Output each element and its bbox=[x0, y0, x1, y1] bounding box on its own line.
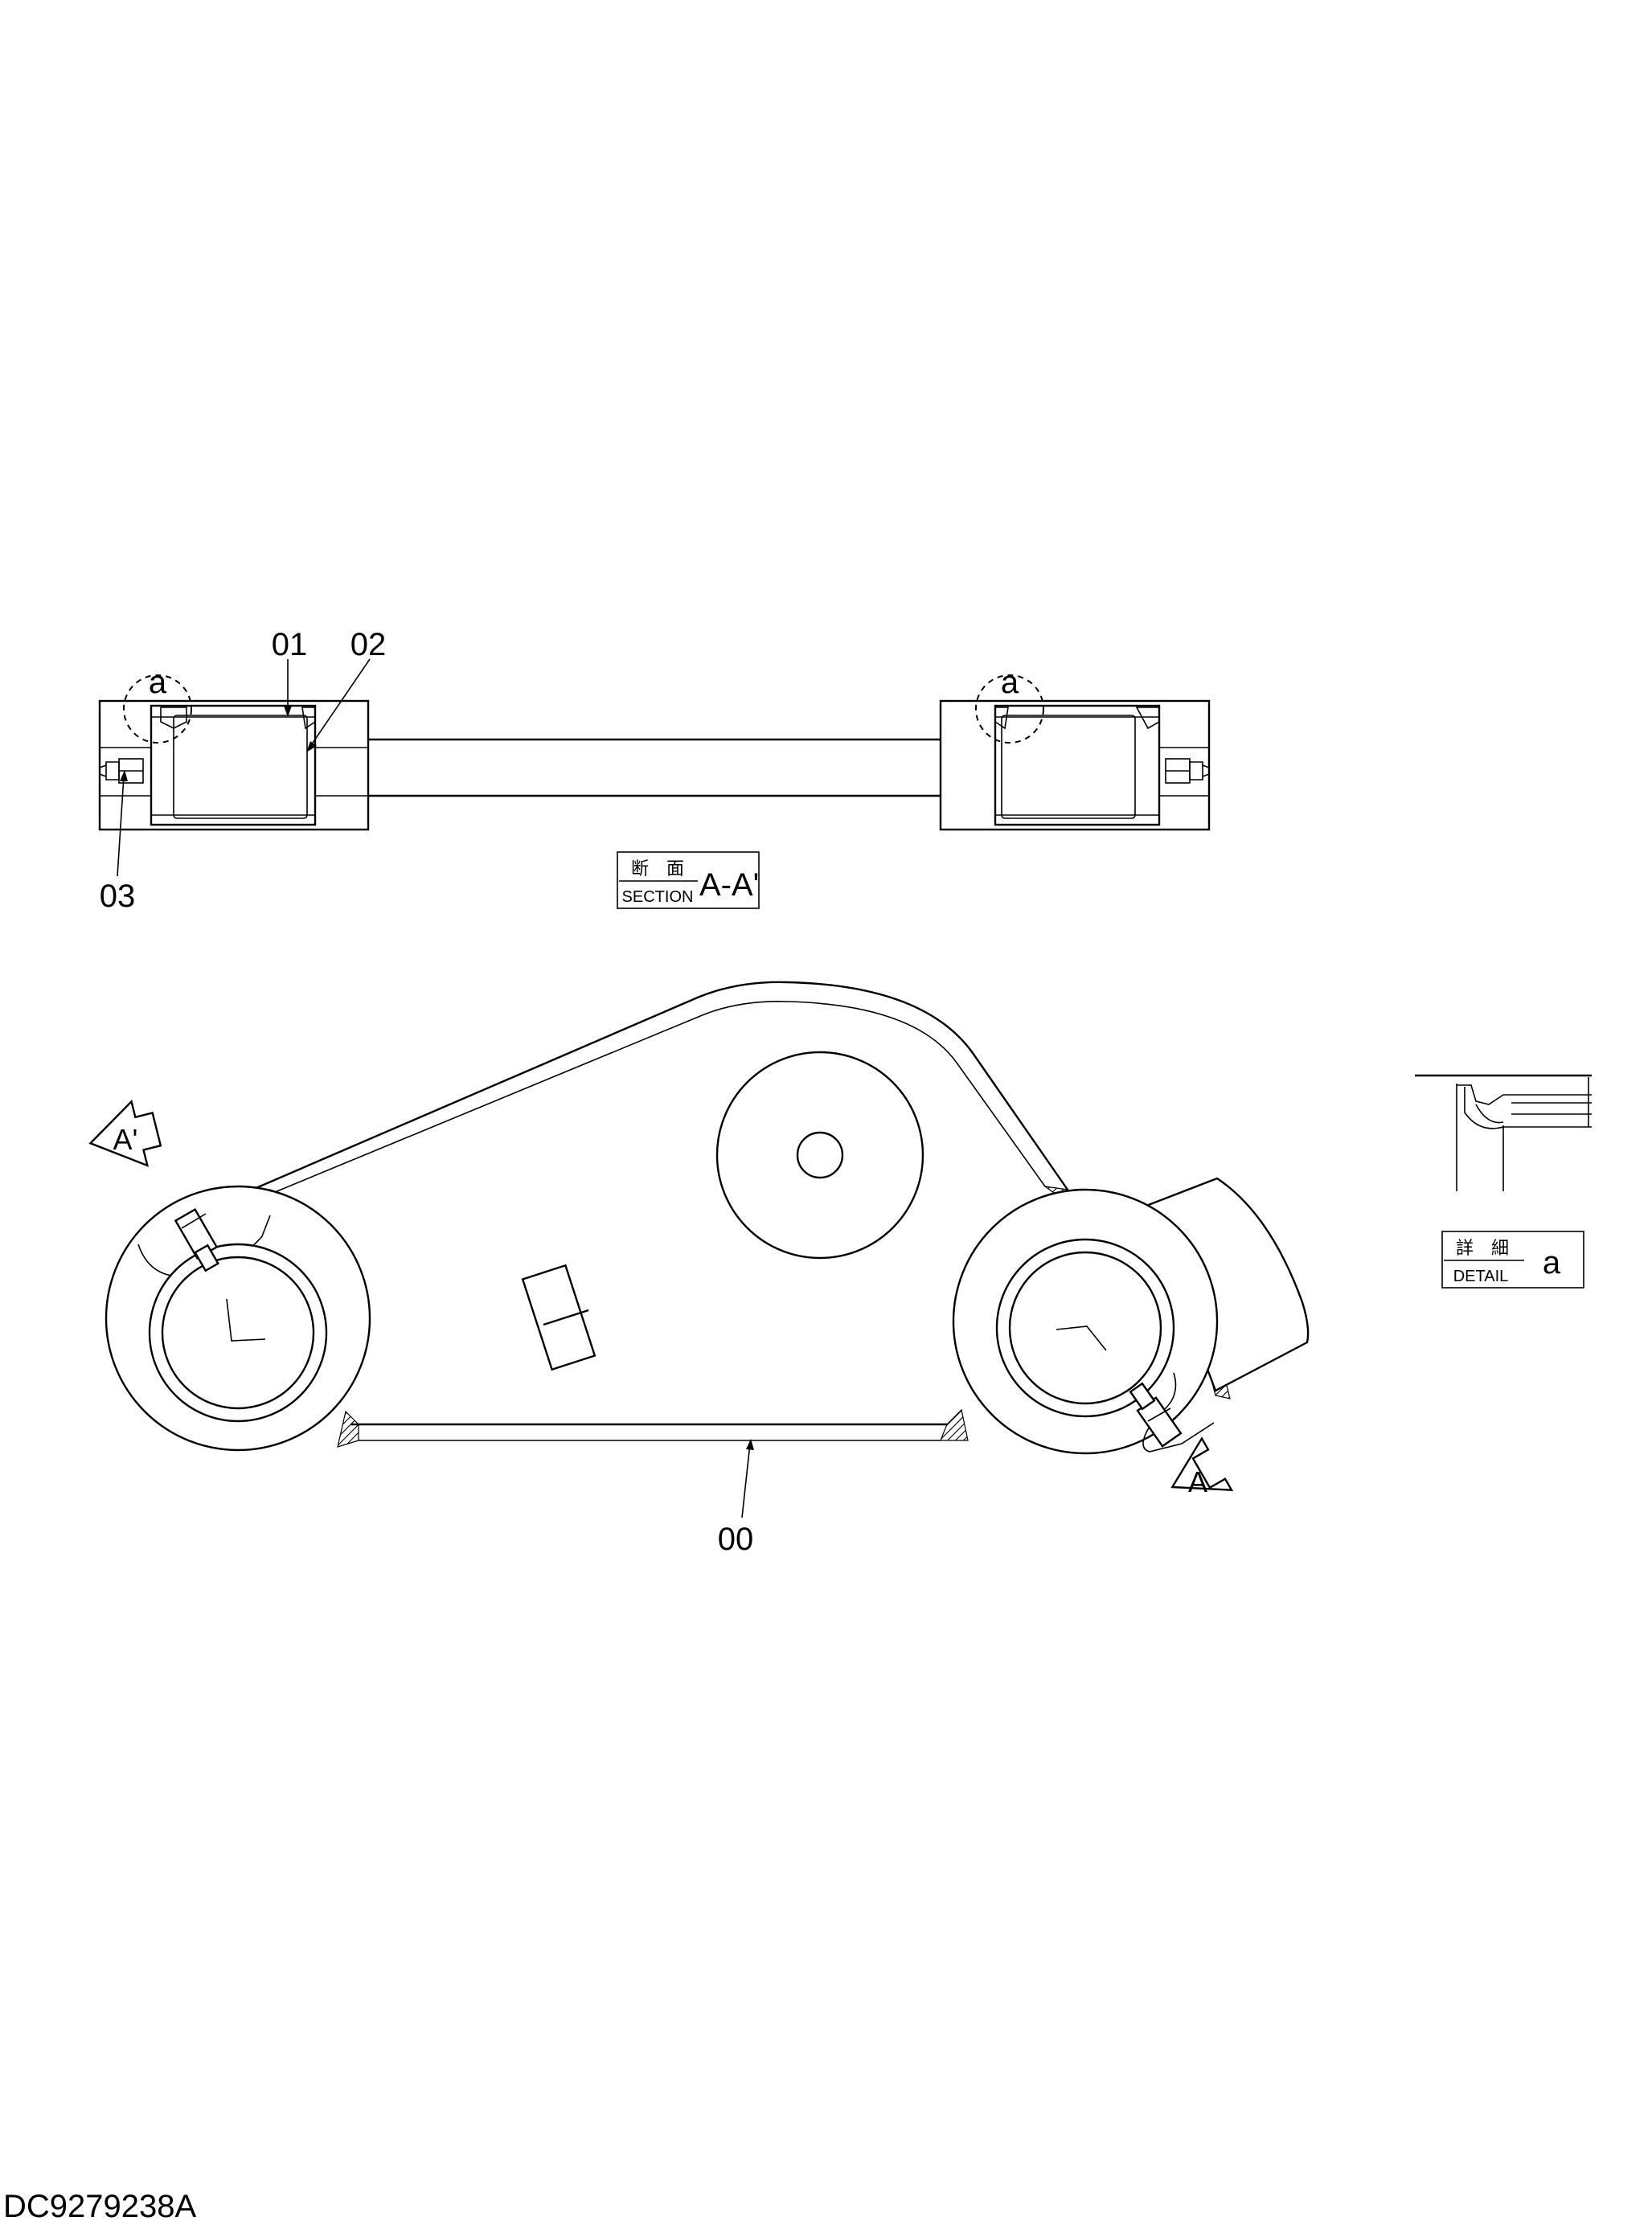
drawing-number: DC9279238A bbox=[3, 2189, 196, 2224]
section-label-jp: 断 面 bbox=[631, 858, 684, 879]
detail-circle-left bbox=[123, 674, 192, 744]
detail-label-jp: 詳 細 bbox=[1456, 1238, 1509, 1258]
link-side-view: 00 A' A bbox=[88, 981, 1310, 1557]
leader-lines bbox=[117, 658, 371, 877]
weld-lower-right bbox=[940, 1408, 969, 1441]
right-bracket bbox=[1145, 1177, 1310, 1392]
grease-fitting-right bbox=[1129, 1382, 1183, 1448]
section-id: A-A' bbox=[699, 867, 759, 903]
section-label-en: SECTION bbox=[622, 888, 694, 906]
section-arrow-left: A' bbox=[88, 1100, 162, 1167]
pivot-boss bbox=[715, 1051, 924, 1260]
left-seal bbox=[160, 707, 316, 730]
section-arrow-right-label: A bbox=[1188, 1465, 1207, 1498]
detail-view: 詳 細 DETAIL a bbox=[1415, 1074, 1592, 1289]
left-hub bbox=[105, 1185, 371, 1452]
detail-title-box: 詳 細 DETAIL a bbox=[1441, 1231, 1584, 1289]
connecting-tube bbox=[368, 738, 941, 797]
section-arrow-left-label: A' bbox=[113, 1123, 138, 1156]
part-label-03: 03 bbox=[100, 879, 136, 914]
weld-lower-left bbox=[337, 1410, 359, 1448]
part-label-02: 02 bbox=[350, 627, 387, 662]
left-boss bbox=[98, 674, 370, 831]
detail-id: a bbox=[1543, 1245, 1561, 1280]
part-label-01: 01 bbox=[272, 627, 308, 662]
section-view: 01 02 03 a a 断 面 SECTION A-A' bbox=[98, 627, 1211, 914]
right-boss bbox=[939, 674, 1211, 831]
grease-fitting-left bbox=[174, 1207, 219, 1272]
detail-label-en: DETAIL bbox=[1453, 1268, 1509, 1285]
section-title-box: 断 面 SECTION A-A' bbox=[617, 851, 760, 909]
section-arrow-right: A bbox=[1170, 1436, 1234, 1498]
detail-circle-right bbox=[975, 674, 1044, 744]
right-seal bbox=[994, 707, 1160, 730]
link-body-outline bbox=[218, 981, 1068, 1206]
grease-nipple-right bbox=[1165, 758, 1210, 784]
part-label-00: 00 bbox=[718, 1522, 754, 1557]
right-hub bbox=[952, 1177, 1310, 1455]
detail-marker-right: a bbox=[1001, 665, 1019, 700]
center-plate bbox=[521, 1264, 596, 1371]
detail-marker-left: a bbox=[149, 665, 167, 700]
grease-nipple-left bbox=[99, 758, 144, 784]
